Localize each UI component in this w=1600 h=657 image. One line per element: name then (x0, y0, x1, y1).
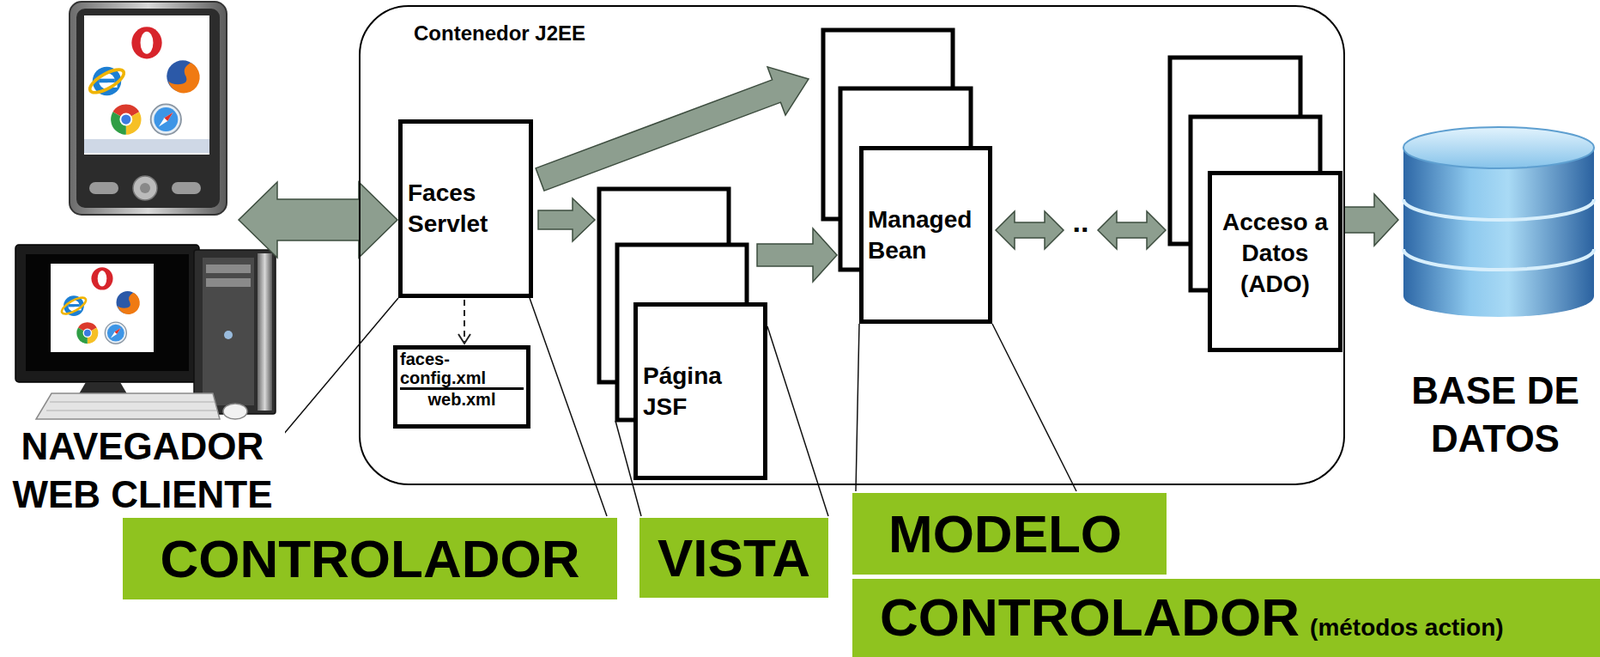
client-label: NAVEGADOR WEB CLIENTE (0, 422, 285, 519)
role-label: MODELO (888, 502, 1167, 566)
desktop-computer-part (36, 393, 220, 419)
desktop-computer-part (206, 278, 251, 287)
data-access-box: Acceso a Datos (ADO) (1207, 170, 1343, 352)
pda-device-part (89, 181, 119, 194)
desktop-computer-part (224, 330, 233, 340)
role-band: CONTROLADOR (métodos action) (852, 578, 1600, 657)
flow-arrow (757, 228, 837, 282)
pda-device-part (86, 26, 200, 135)
database-label: BASE DE DATOS (1390, 366, 1600, 463)
pda-device (69, 1, 227, 215)
pda-device-part (84, 15, 210, 155)
pda-device-part (139, 182, 151, 194)
database-cylinder (1403, 127, 1594, 317)
flow-arrow (535, 66, 809, 191)
db-arrow (1344, 193, 1399, 246)
database-cylinder-part (1403, 147, 1594, 317)
pda-device-part (76, 8, 220, 208)
container-heading: Contenedor J2EE (413, 20, 586, 47)
box-label: Managed Bean (867, 204, 986, 267)
role-label: CONTROLADOR (127, 527, 613, 591)
config-box: faces-config.xmlweb.xml (393, 345, 531, 429)
desktop-computer-part (223, 403, 248, 419)
box-label: Faces Servlet (407, 177, 526, 240)
desktop-computer-part (50, 263, 154, 352)
flow-arrow (757, 228, 837, 282)
role-band: CONTROLADOR (122, 517, 618, 600)
config-link (463, 299, 466, 344)
desktop-computer-part (25, 254, 189, 371)
leader-line (855, 323, 1077, 491)
desktop-computer-part (193, 249, 276, 414)
desktop-computer-part (59, 266, 140, 344)
db-arrow (1344, 193, 1399, 246)
file-name: web.xml (400, 387, 524, 409)
j2ee-container: Contenedor J2EE Faces Servlet faces-config… (358, 5, 1346, 485)
arrow-head (458, 333, 471, 344)
request-arrow (238, 181, 398, 258)
pda-device-part (171, 181, 201, 194)
desktop-computer (15, 244, 276, 419)
role-label: (métodos action) (1309, 612, 1504, 643)
desktop-computer-part (15, 244, 200, 382)
flow-arrow (538, 198, 595, 242)
pda-device-part (84, 139, 210, 153)
desktop-computer-part (206, 264, 251, 273)
role-label: VISTA (644, 526, 824, 590)
flow-arrow (535, 66, 809, 191)
desktop-computer-part (257, 253, 273, 411)
bean-box: Managed Bean (859, 145, 993, 324)
servlet-box: Faces Servlet (398, 119, 534, 298)
leader-line (855, 323, 1077, 491)
database-cylinder-part (1403, 248, 1594, 270)
flow-arrow (538, 198, 595, 242)
role-label: CONTROLADOR (879, 585, 1300, 649)
desktop-computer-part (202, 257, 255, 406)
page-box: Página JSF (633, 302, 768, 480)
database: BASE DE DATOS (1390, 127, 1600, 463)
desktop-computer-part (46, 401, 218, 411)
config-link (458, 299, 471, 344)
pda-device-part (69, 1, 227, 215)
pda-device-part (133, 175, 158, 200)
database-cylinder-part (1403, 199, 1594, 220)
client-browser: NAVEGADOR WEB CLIENTE (0, 0, 285, 519)
ellipsis-label: .. (1071, 206, 1091, 237)
file-name: faces-config.xml (400, 349, 524, 388)
box-label: Acceso a Datos (ADO) (1215, 206, 1335, 300)
box-label: Página JSF (642, 360, 760, 423)
database-cylinder-part (1403, 127, 1594, 169)
role-band: VISTA (639, 517, 829, 598)
role-band: MODELO (852, 492, 1167, 575)
request-arrow (238, 181, 398, 258)
